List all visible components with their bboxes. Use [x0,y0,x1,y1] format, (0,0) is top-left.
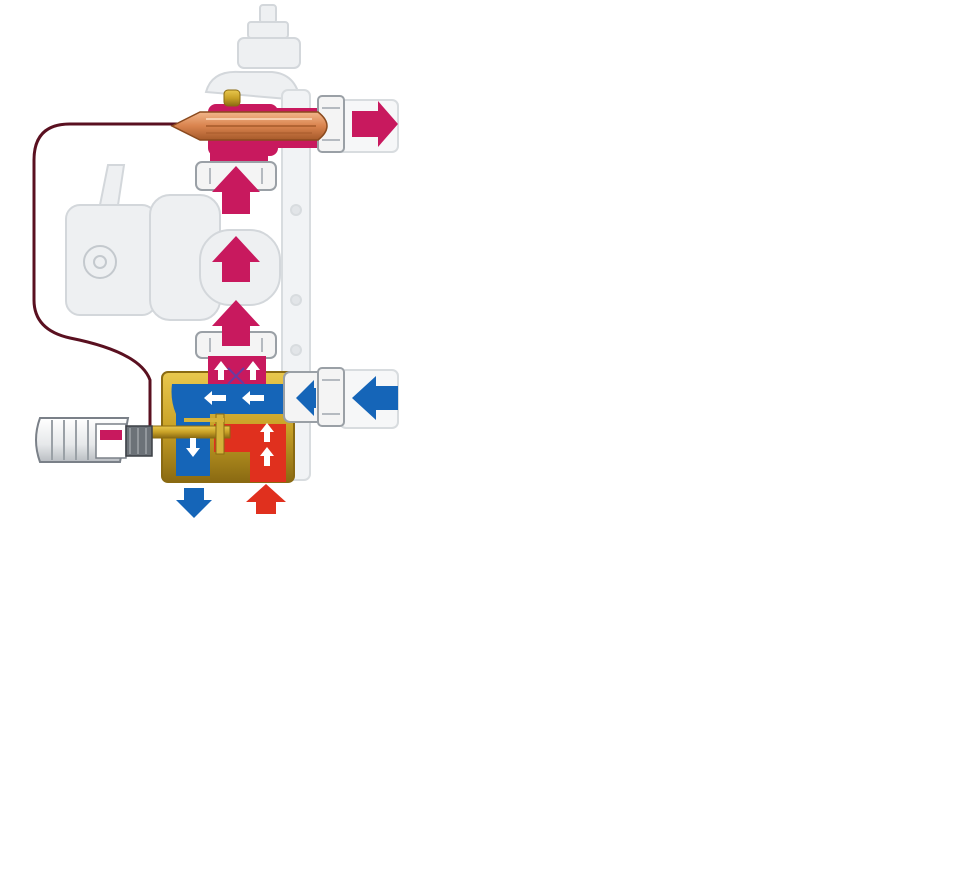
hot-in-arrow [246,484,286,514]
thermostatic-head [35,417,153,463]
pump-cable [98,164,126,206]
return-connection-arrow [296,380,316,416]
sensor-clip [223,89,241,107]
mixing-cross-icon [227,367,245,385]
pump-dial-icon [83,245,117,279]
supply-up-arrow-mid [212,236,260,282]
supply-up-arrow-top [212,166,260,214]
immersion-sensor [170,89,328,141]
capillary-tube [32,122,180,428]
internal-up-arrow [246,361,260,380]
flow-arrows [176,101,398,518]
internal-hot-up-arrow [260,423,274,442]
internal-left-arrow [204,391,226,405]
pump-motor [65,204,157,316]
internal-up-arrow [214,361,228,380]
internal-left-arrow [242,391,264,405]
internal-hot-up-arrow [260,447,274,466]
mixing-valve-body [139,356,295,483]
top-air-vent [204,4,302,102]
internal-down-arrow [186,438,200,457]
supply-out-arrow [352,101,398,147]
return-down-arrow [176,488,212,518]
supply-up-arrow-low [212,300,260,346]
return-in-arrow [352,376,398,420]
